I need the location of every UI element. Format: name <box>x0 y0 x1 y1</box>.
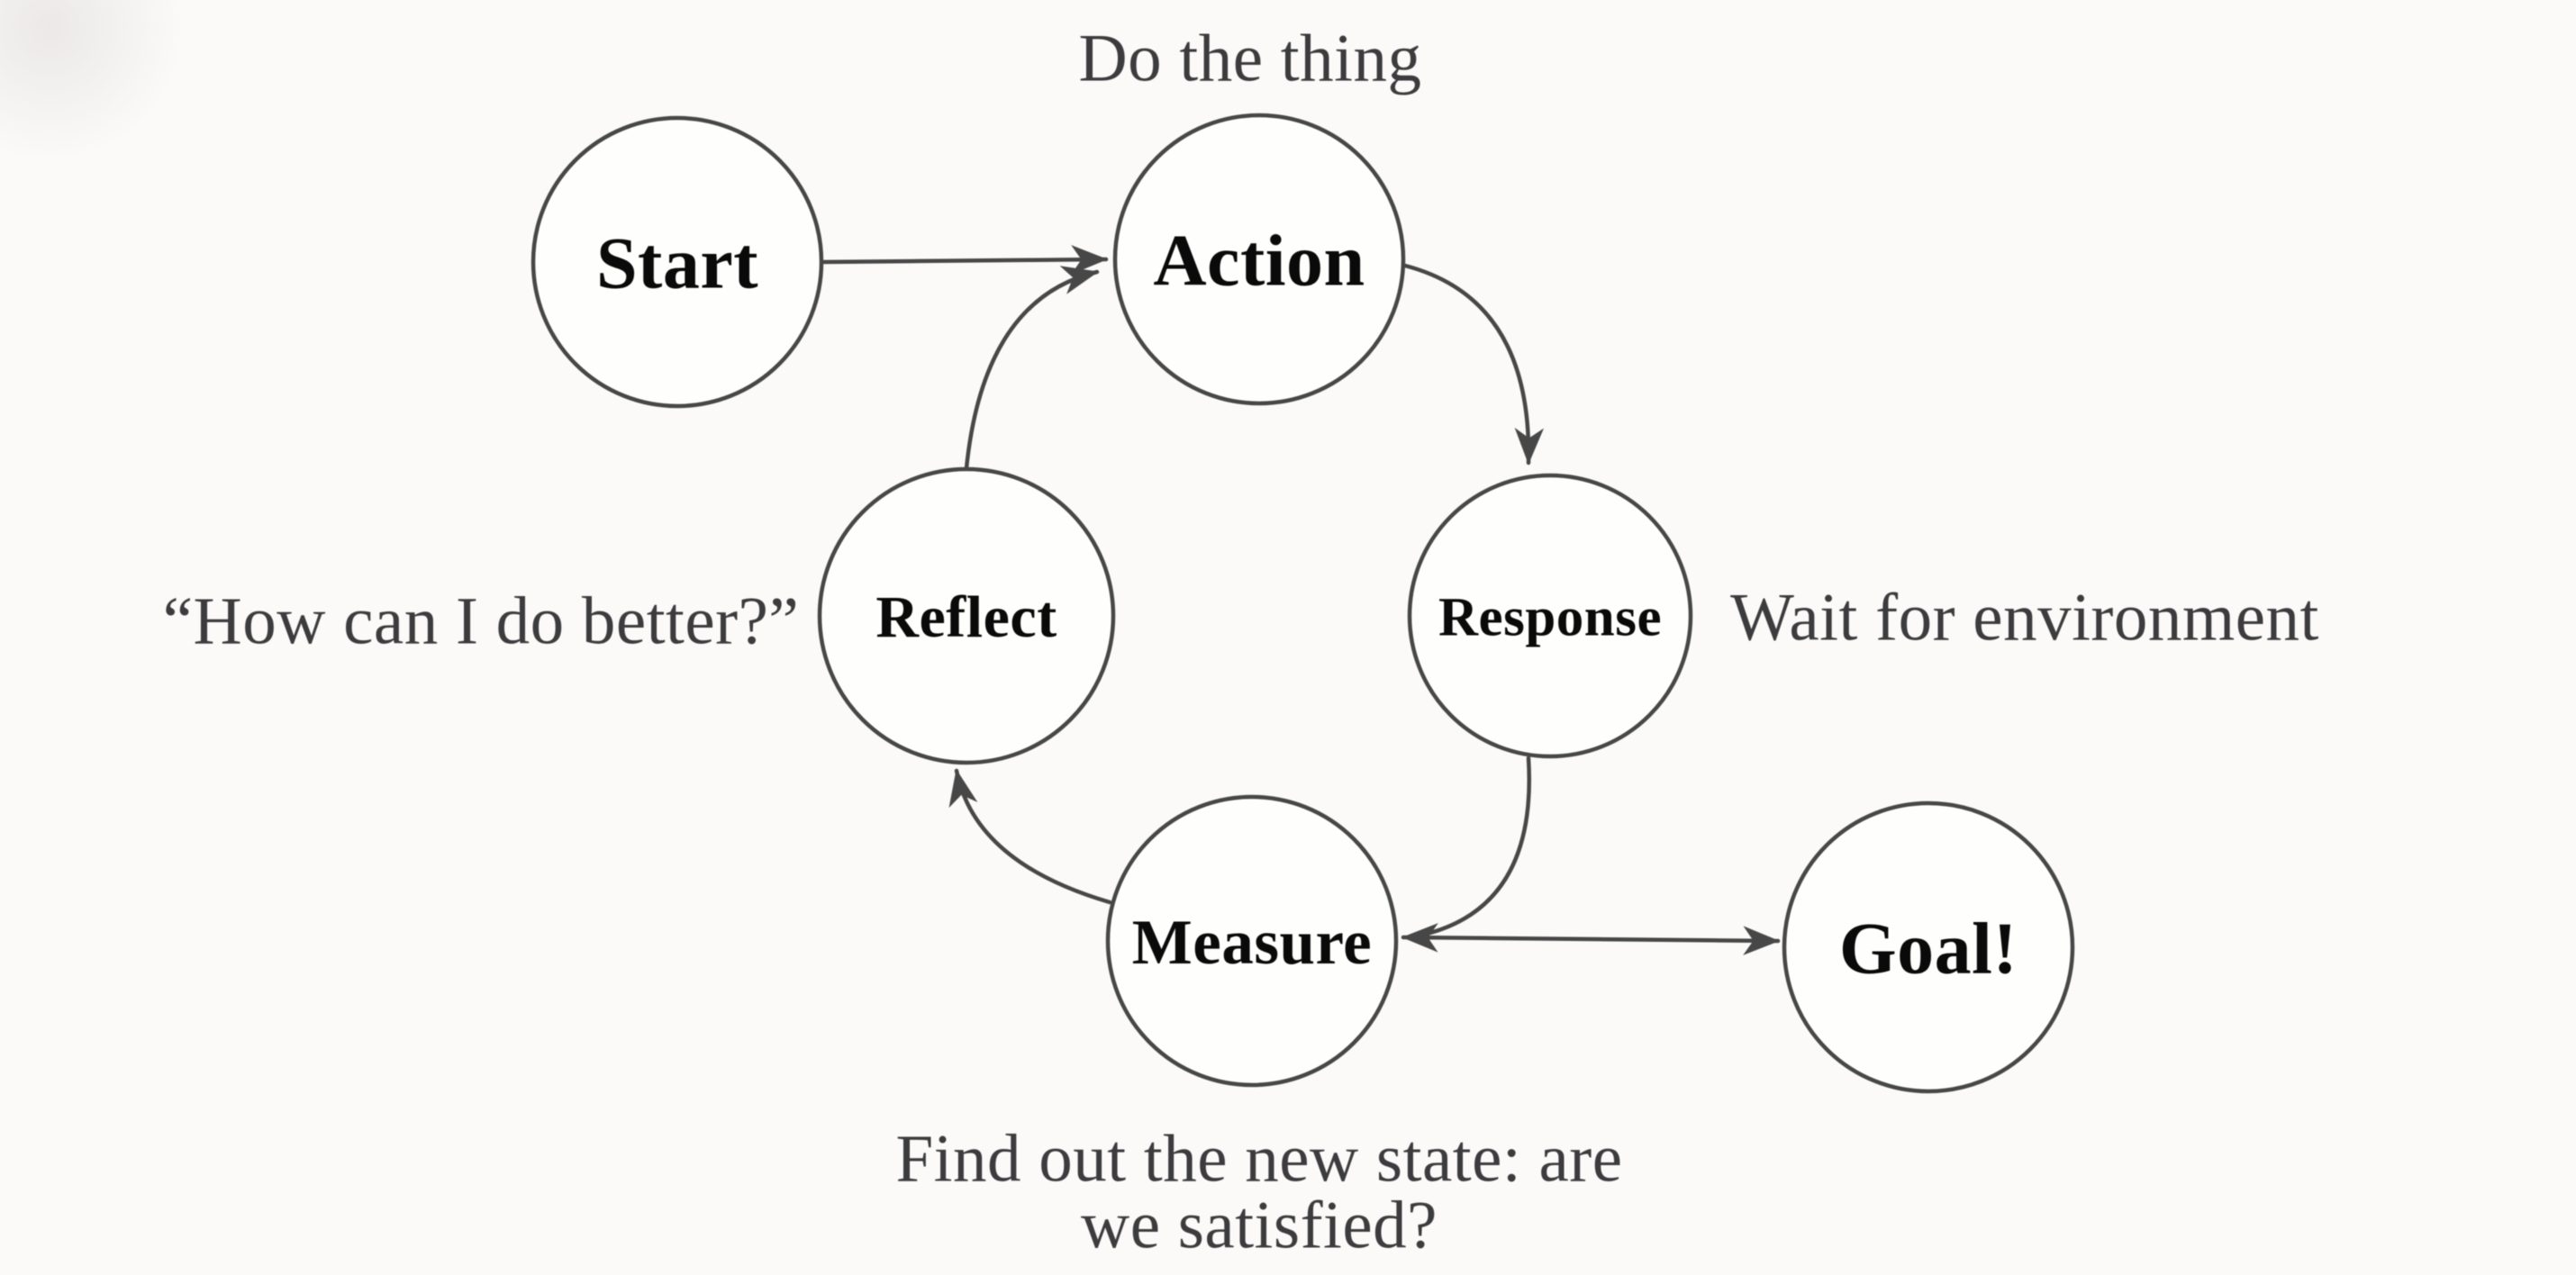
annotation-we-satisfied-line2: we satisfied? <box>1081 1188 1438 1262</box>
edge-measure-to-reflect <box>948 768 1112 905</box>
response-circle <box>1407 473 1693 759</box>
goal-label: Goal! <box>1839 908 2018 990</box>
annotation-how-can-i-do-better: “How can I do better?” <box>163 583 799 658</box>
annotation-wait-for-environment: Wait for environment <box>1730 580 2319 655</box>
edges-group <box>821 245 1781 955</box>
reflect-label: Reflect <box>875 584 1057 650</box>
start-circle <box>531 115 824 409</box>
node-reflect: Reflect <box>817 466 1116 765</box>
measure-label: Measure <box>1132 908 1372 978</box>
reflect-circle <box>817 466 1116 765</box>
response-label: Response <box>1438 587 1662 647</box>
edge-start-to-action <box>821 245 1109 275</box>
edge-response-to-measure <box>1428 755 1531 936</box>
annotation-find-out-new-state-line1: Find out the new state: are <box>895 1121 1622 1196</box>
edge-action-to-response <box>1402 263 1545 466</box>
node-start: Start <box>531 115 824 409</box>
edge-measure-goal-double-arrow <box>1401 923 1781 955</box>
node-response: Response <box>1407 473 1693 759</box>
node-action: Action <box>1112 113 1406 406</box>
measure-circle <box>1105 794 1399 1088</box>
annotation-do-the-thing: Do the thing <box>1079 21 1422 95</box>
start-label: Start <box>596 222 758 304</box>
action-label: Action <box>1153 220 1365 302</box>
node-measure: Measure <box>1105 794 1399 1088</box>
action-circle <box>1112 113 1406 406</box>
edge-reflect-to-action <box>964 266 1100 471</box>
node-goal: Goal! <box>1782 800 2075 1094</box>
goal-circle <box>1782 800 2075 1094</box>
annotations-group: Do the thing “How can I do better?” Wait… <box>163 21 2319 1262</box>
